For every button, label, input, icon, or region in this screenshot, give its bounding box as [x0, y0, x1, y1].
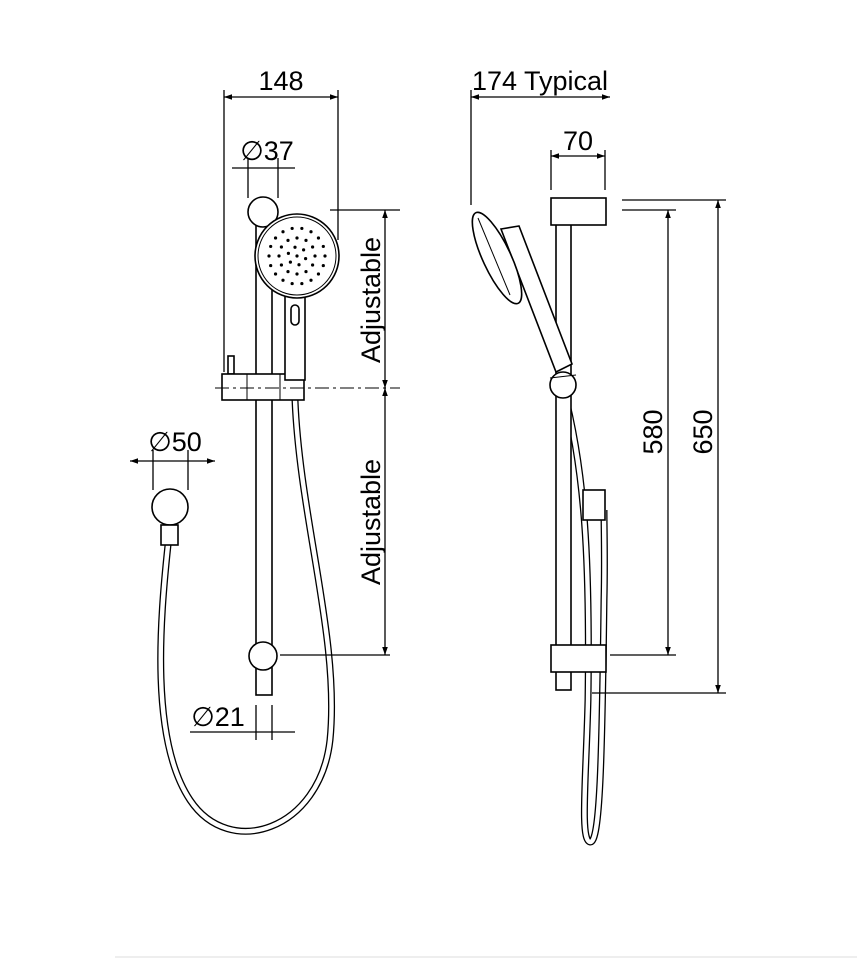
dimension-projection: 174 Typical — [472, 66, 608, 96]
side-rail — [555, 223, 572, 691]
nozzle-dot — [286, 238, 290, 243]
bottom-bracket-ball — [248, 641, 278, 671]
bottom-bracket — [550, 644, 607, 673]
nozzle-dot — [304, 269, 308, 274]
nozzle-dot — [303, 257, 308, 261]
nozzle-dot — [279, 245, 284, 249]
spray-nozzles — [267, 226, 327, 286]
nozzle-dot — [300, 281, 304, 286]
nozzle-dot — [281, 230, 285, 234]
hose — [157, 399, 336, 835]
nozzle-dot — [273, 236, 278, 240]
nozzle-dot — [309, 278, 313, 282]
hose-clip — [582, 489, 606, 521]
nozzle-dot — [269, 263, 273, 268]
nozzle-dot — [286, 251, 291, 255]
nozzle-dot — [321, 244, 325, 249]
nozzle-dot — [313, 254, 317, 258]
nozzle-dot — [310, 245, 315, 249]
nozzle-dot — [277, 254, 281, 258]
nozzle-dot — [304, 238, 308, 243]
nozzle-dot — [302, 248, 306, 252]
nozzle-dot — [290, 281, 294, 286]
nozzle-dot — [267, 254, 271, 258]
dimension-bracket-spacing: 580 — [638, 409, 668, 454]
nozzle-dot — [297, 263, 301, 267]
nozzle-dot — [273, 272, 278, 276]
nozzle-dot — [300, 226, 304, 231]
nozzle-dot — [293, 245, 297, 249]
side-view: 174 Typical 70 580 650 — [470, 66, 726, 846]
nozzle-dot — [286, 269, 290, 274]
dimension-width: 148 — [258, 66, 303, 96]
dimension-adjustable-upper: Adjustable — [356, 237, 386, 363]
nozzle-dot — [316, 236, 321, 240]
slider-pin — [227, 355, 235, 375]
nozzle-dot — [323, 254, 327, 258]
dimension-bracket-depth: 70 — [563, 126, 593, 156]
nozzle-dot — [295, 272, 299, 276]
nozzle-dot — [295, 236, 299, 240]
wall-outlet — [151, 488, 189, 526]
dimension-head-diameter: ∅37 — [240, 136, 294, 166]
nozzle-dot — [279, 263, 284, 267]
side-slider — [549, 371, 577, 399]
nozzle-dot — [288, 260, 292, 264]
dimension-rail-diameter: ∅21 — [191, 702, 245, 732]
dimension-adjustable-lower: Adjustable — [356, 459, 386, 585]
nozzle-dot — [281, 278, 285, 282]
top-bracket — [550, 197, 607, 226]
front-view: 148 ∅37 Adjustable Adjustable ∅50 ∅21 — [130, 66, 400, 835]
dimension-overall-height: 650 — [688, 409, 718, 454]
rail — [255, 221, 273, 696]
nozzle-dot — [321, 263, 325, 268]
nozzle-dot — [295, 254, 299, 258]
nozzle-dot — [269, 244, 273, 249]
nozzle-dot — [310, 263, 315, 267]
side-handset-handle — [499, 225, 574, 374]
dimension-outlet-diameter: ∅50 — [148, 427, 202, 457]
nozzle-dot — [309, 230, 313, 234]
top-bracket-ball — [247, 196, 279, 228]
nozzle-dot — [316, 272, 321, 276]
nozzle-dot — [290, 226, 294, 231]
